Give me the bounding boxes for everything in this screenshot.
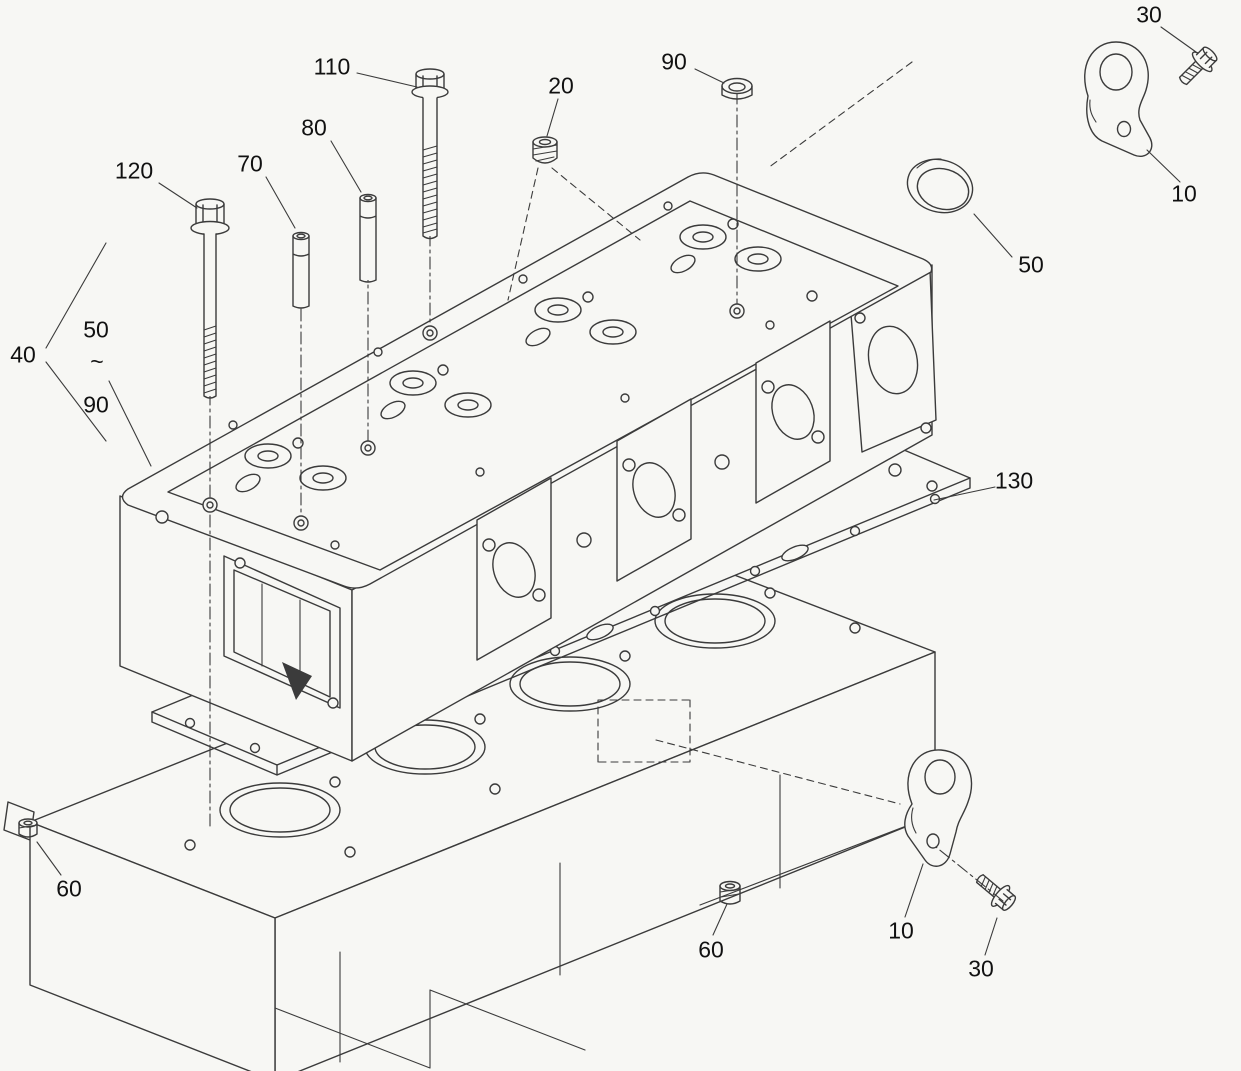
hanger-10-top-drawing [1084, 41, 1153, 157]
callout-30-top: 30 [1136, 1, 1162, 28]
callout-60-left: 60 [56, 875, 82, 902]
callout-40: 40 [10, 341, 36, 368]
bolt-30-top-drawing [1178, 46, 1218, 86]
callout-130: 130 [994, 467, 1034, 494]
callout-10-bottom: 10 [888, 917, 914, 944]
cylinder-head-drawing [119, 172, 937, 762]
bolt-110-drawing [411, 68, 449, 240]
callout-50-range: 50 [83, 316, 109, 343]
callout-20: 20 [548, 72, 574, 99]
stud-120-drawing [190, 198, 230, 399]
valve-guide-70-drawing [292, 231, 310, 309]
callout-30-bottom: 30 [968, 955, 994, 982]
callout-60-mid: 60 [698, 936, 724, 963]
callout-80: 80 [301, 114, 327, 141]
bolt-30-bottom-drawing [975, 874, 1017, 911]
valve-guide-80-drawing [359, 193, 377, 283]
cap-90-drawing [721, 77, 753, 100]
plug-60-left-drawing [18, 818, 38, 838]
plug-60-mid-drawing [719, 880, 741, 905]
callout-50-right: 50 [1018, 251, 1044, 278]
leader-lines [36, 26, 1197, 956]
callout-70: 70 [237, 150, 263, 177]
plug-50-drawing [906, 158, 974, 214]
callout-110: 110 [313, 53, 351, 80]
callout-range-tilde: ~ [90, 348, 104, 375]
construction-lines [597, 61, 1004, 902]
callout-10-top: 10 [1171, 180, 1197, 207]
callout-120: 120 [114, 157, 154, 184]
callout-90-top: 90 [661, 48, 687, 75]
hanger-10-bottom-drawing [904, 749, 973, 867]
set-screw-20-drawing [532, 136, 558, 164]
callout-90-range: 90 [83, 391, 109, 418]
